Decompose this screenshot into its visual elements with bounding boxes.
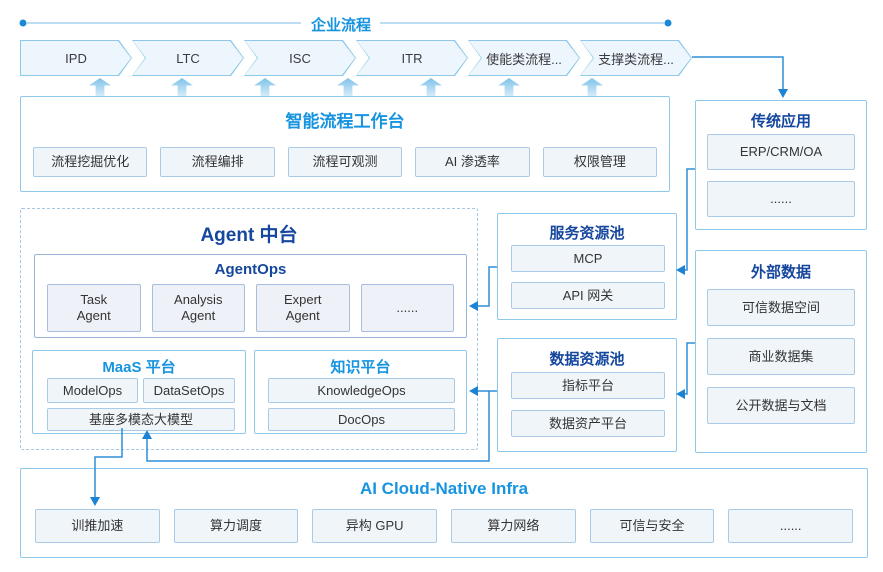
- base-model-box: 基座多模态大模型: [47, 408, 235, 431]
- external-data-item: 可信数据空间: [707, 289, 855, 326]
- maas-panel: MaaS 平台 ModelOps DataSetOps 基座多模态大模型: [32, 350, 246, 434]
- legacy-apps-panel: 传统应用 ERP/CRM/OA ......: [695, 100, 867, 230]
- agent-item: Task Agent: [47, 284, 141, 332]
- data-pool-panel: 数据资源池 指标平台 数据资产平台: [497, 338, 677, 452]
- data-asset-platform-box: 数据资产平台: [511, 410, 665, 437]
- chevron-ltc: LTC: [132, 40, 244, 76]
- api-gateway-box: API 网关: [511, 282, 665, 309]
- chevron-ipd: IPD: [20, 40, 132, 76]
- agent-item: Expert Agent: [256, 284, 350, 332]
- connector-external-to-datapool: [681, 342, 695, 395]
- metrics-platform-box: 指标平台: [511, 372, 665, 399]
- legacy-app-item: ERP/CRM/OA: [707, 134, 855, 170]
- agent-item: ......: [360, 284, 454, 332]
- infra-item: 可信与安全: [589, 509, 715, 543]
- up-arrow-icon: [581, 78, 603, 96]
- legacy-app-item: ......: [707, 181, 855, 217]
- up-arrow-icon: [337, 78, 359, 96]
- chevron-itr: ITR: [356, 40, 468, 76]
- chevron-label: LTC: [133, 41, 243, 75]
- chevron-label: ITR: [357, 41, 467, 75]
- docops-box: DocOps: [268, 408, 455, 431]
- external-data-item: 公开数据与文档: [707, 387, 855, 424]
- infra-item: 异构 GPU: [312, 509, 438, 543]
- infra-item: 训推加速: [35, 509, 160, 543]
- up-arrow-icon: [89, 78, 111, 96]
- workbench-item: AI 渗透率: [415, 147, 530, 177]
- up-arrow-icon: [171, 78, 193, 96]
- infra-title: AI Cloud-Native Infra: [359, 479, 529, 498]
- chevron-enabling-process: 使能类流程...: [468, 40, 580, 76]
- header-dot-left: [19, 19, 27, 27]
- up-arrow-icon: [254, 78, 276, 96]
- chevron-supporting-process: 支撑类流程...: [580, 40, 692, 76]
- modelops-box: ModelOps: [47, 378, 138, 403]
- up-arrow-icon: [420, 78, 442, 96]
- up-arrow-icon: [498, 78, 520, 96]
- arrowhead-left-icon: [676, 265, 685, 275]
- knowledge-title: 知识平台: [330, 359, 391, 376]
- header-dot-right: [664, 19, 672, 27]
- knowledgeops-box: KnowledgeOps: [268, 378, 455, 403]
- external-data-item: 商业数据集: [707, 338, 855, 375]
- service-pool-title: 服务资源池: [549, 225, 625, 242]
- chevron-label: IPD: [21, 41, 131, 75]
- chevron-label: ISC: [245, 41, 355, 75]
- infra-item: 算力网络: [451, 509, 576, 543]
- external-data-panel: 外部数据 可信数据空间 商业数据集 公开数据与文档: [695, 250, 867, 453]
- knowledge-panel: 知识平台 KnowledgeOps DocOps: [254, 350, 467, 434]
- agentops-title: AgentOps: [214, 261, 287, 278]
- infra-item: 算力调度: [173, 509, 299, 543]
- datasetops-box: DataSetOps: [143, 378, 235, 403]
- legacy-apps-title: 传统应用: [750, 113, 811, 130]
- agentops-panel: AgentOps Task Agent Analysis Agent Exper…: [34, 254, 467, 338]
- arrowhead-down-icon: [778, 89, 788, 98]
- workbench-item: 流程可观测: [287, 147, 403, 177]
- workbench-panel: 智能流程工作台 流程挖掘优化 流程编排 流程可观测 AI 渗透率 权限管理: [20, 96, 670, 192]
- chevron-label: 支撑类流程...: [581, 41, 691, 75]
- service-pool-panel: 服务资源池 MCP API 网关: [497, 213, 677, 320]
- data-pool-title: 数据资源池: [549, 351, 625, 368]
- workbench-item: 权限管理: [542, 147, 658, 177]
- agent-item: Analysis Agent: [151, 284, 245, 332]
- infra-item: ......: [728, 509, 854, 543]
- agent-platform-title: Agent 中台: [200, 225, 298, 246]
- workbench-item: 流程编排: [160, 147, 275, 177]
- mcp-box: MCP: [511, 245, 665, 272]
- chevron-isc: ISC: [244, 40, 356, 76]
- workbench-title: 智能流程工作台: [285, 112, 405, 131]
- arrowhead-left-icon: [676, 389, 685, 399]
- chevron-label: 使能类流程...: [469, 41, 579, 75]
- connector-chain-to-legacy: [692, 56, 784, 90]
- workbench-item: 流程挖掘优化: [33, 147, 148, 177]
- connector-legacy-to-servicepool: [681, 168, 695, 271]
- external-data-title: 外部数据: [750, 264, 811, 281]
- infra-panel: AI Cloud-Native Infra 训推加速 算力调度 异构 GPU 算…: [20, 468, 868, 558]
- maas-title: MaaS 平台: [102, 359, 176, 376]
- enterprise-process-label: 企业流程: [310, 17, 371, 34]
